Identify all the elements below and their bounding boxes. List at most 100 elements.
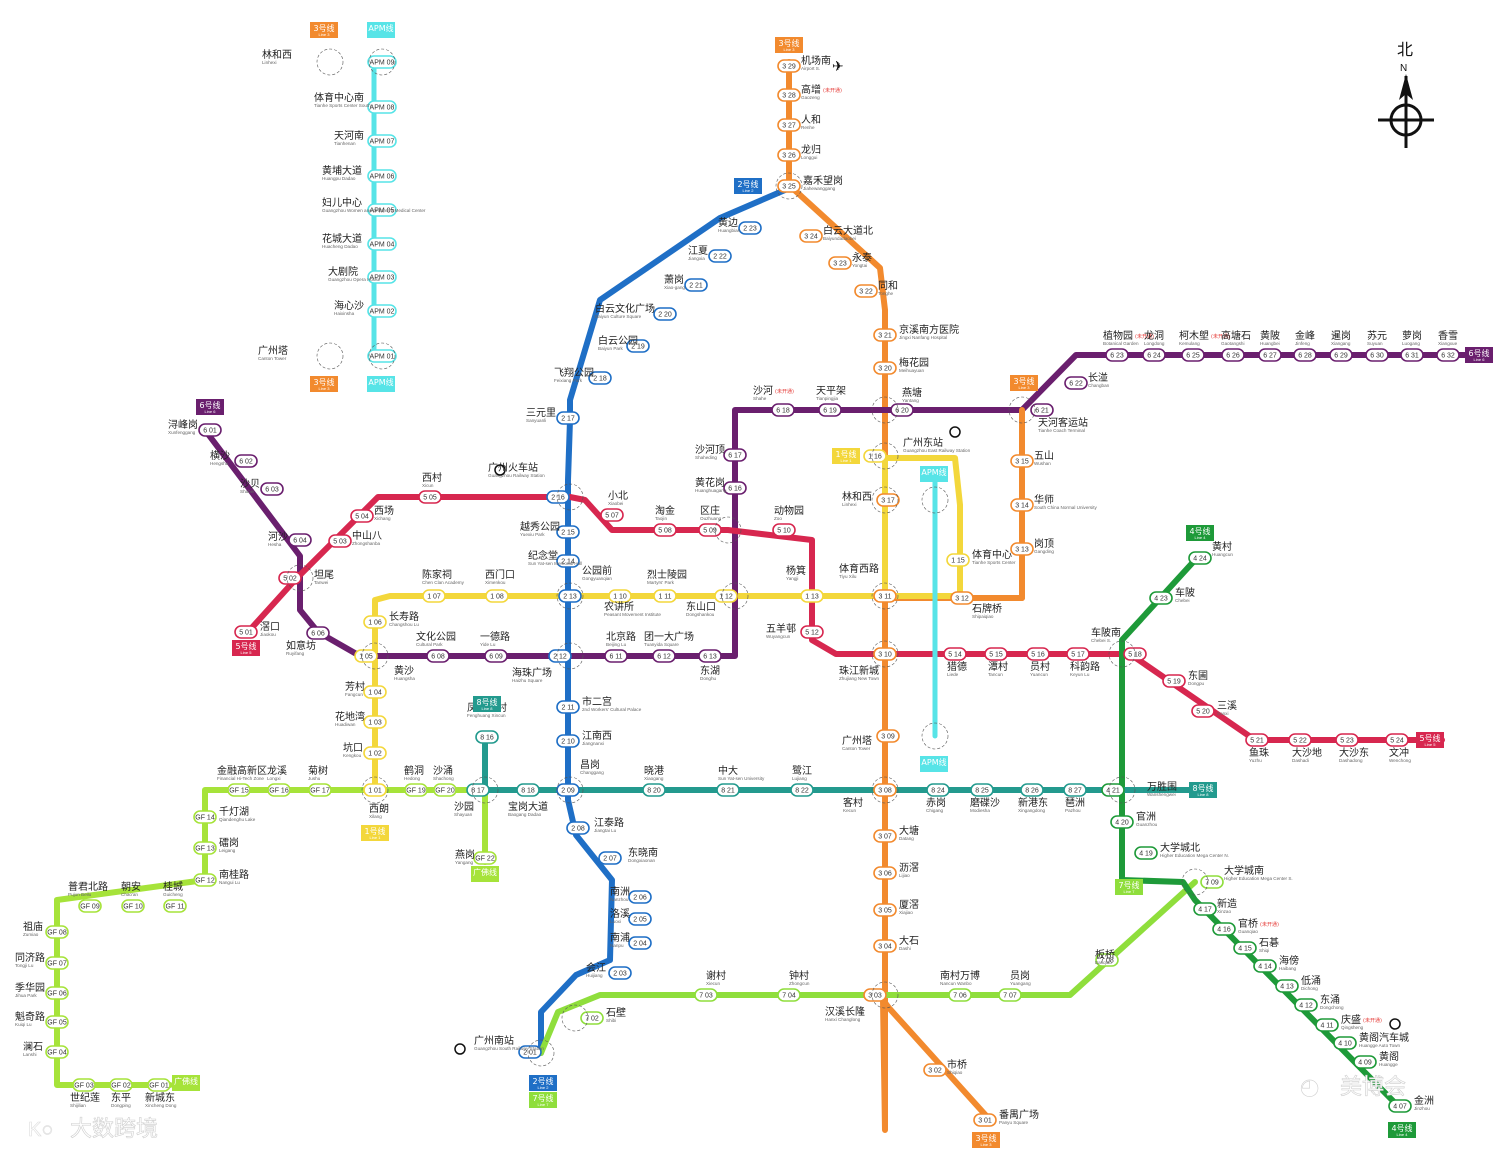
station-103[interactable]: 6 16: [724, 482, 746, 494]
station-85[interactable]: 5 17: [1067, 648, 1089, 660]
station-89[interactable]: 5 21: [1246, 734, 1268, 746]
station-61[interactable]: 1 02: [364, 747, 386, 759]
station-51[interactable]: 2 03: [609, 967, 631, 979]
station-165[interactable]: APM 07: [368, 135, 396, 147]
station-27[interactable]: 3 01: [974, 1114, 996, 1126]
station-171[interactable]: APM 01: [368, 350, 396, 362]
station-70[interactable]: 1 12: [715, 590, 737, 602]
station-96[interactable]: 6 04: [289, 534, 311, 546]
station-138[interactable]: 8 22: [791, 784, 813, 796]
station-24[interactable]: 3 04: [874, 940, 896, 952]
station-109[interactable]: 6 24: [1143, 349, 1165, 361]
station-135[interactable]: 8 18: [517, 784, 539, 796]
station-100[interactable]: 6 11: [605, 650, 627, 662]
station-57[interactable]: 7 07: [999, 989, 1021, 1001]
station-59[interactable]: 7 09: [1201, 876, 1223, 888]
station-125[interactable]: 4 15: [1234, 942, 1256, 954]
station-63[interactable]: 1 04: [364, 686, 386, 698]
station-91[interactable]: 5 23: [1336, 734, 1358, 746]
station-136[interactable]: 8 20: [643, 784, 665, 796]
station-19[interactable]: 3 09: [877, 730, 899, 742]
station-98[interactable]: 6 08: [427, 650, 449, 662]
station-126[interactable]: 4 14: [1254, 960, 1276, 972]
station-145[interactable]: GF 19: [405, 784, 427, 796]
station-104[interactable]: 6 17: [724, 449, 746, 461]
station-16[interactable]: 3 12: [951, 592, 973, 604]
station-144[interactable]: GF 20: [434, 784, 456, 796]
station-168[interactable]: APM 04: [368, 238, 396, 250]
station-52[interactable]: 7 02: [581, 1012, 603, 1024]
station-83[interactable]: 5 15: [985, 648, 1007, 660]
station-80[interactable]: 5 10: [773, 524, 795, 536]
station-17[interactable]: 3 11: [874, 590, 896, 602]
station-69[interactable]: 1 11: [654, 590, 676, 602]
station-6[interactable]: 3 24: [800, 230, 822, 242]
station-11[interactable]: 6 20: [891, 404, 913, 416]
station-48[interactable]: 2 06: [629, 891, 651, 903]
station-133[interactable]: 8 16: [476, 731, 498, 743]
station-148[interactable]: GF 15: [228, 784, 250, 796]
station-8[interactable]: 3 22: [855, 285, 877, 297]
station-42[interactable]: 2 12: [549, 650, 571, 662]
station-119[interactable]: 4 23: [1150, 592, 1172, 604]
station-107[interactable]: 6 22: [1065, 377, 1087, 389]
station-4[interactable]: 3 26: [778, 149, 800, 161]
station-140[interactable]: 8 25: [971, 784, 993, 796]
station-62[interactable]: 1 03: [364, 716, 386, 728]
station-10[interactable]: 3 20: [874, 362, 896, 374]
station-123[interactable]: 4 17: [1194, 903, 1216, 915]
station-87[interactable]: 5 19: [1163, 675, 1185, 687]
station-74[interactable]: 5 03: [329, 535, 351, 547]
station-161[interactable]: GF 02: [110, 1079, 132, 1091]
station-18[interactable]: 3 10: [874, 648, 896, 660]
station-99[interactable]: 6 09: [485, 650, 507, 662]
station-32[interactable]: 2 22: [709, 250, 731, 262]
station-141[interactable]: 8 26: [1021, 784, 1043, 796]
station-33[interactable]: 2 21: [685, 279, 707, 291]
station-65[interactable]: 1 06: [364, 616, 386, 628]
station-121[interactable]: 4 20: [1111, 816, 1133, 828]
station-159[interactable]: GF 04: [46, 1046, 68, 1058]
station-26[interactable]: 3 02: [924, 1064, 946, 1076]
station-127[interactable]: 4 13: [1276, 980, 1298, 992]
station-28[interactable]: 1 16: [864, 450, 886, 462]
station-73[interactable]: 5 02: [279, 572, 301, 584]
station-95[interactable]: 6 03: [261, 483, 283, 495]
station-44[interactable]: 2 10: [557, 735, 579, 747]
station-56[interactable]: 7 06: [949, 989, 971, 1001]
station-155[interactable]: GF 08: [46, 926, 68, 938]
station-72[interactable]: 5 01: [235, 626, 257, 638]
station-152[interactable]: GF 11: [164, 900, 186, 912]
station-14[interactable]: 3 14: [1011, 499, 1033, 511]
station-88[interactable]: 5 20: [1192, 705, 1214, 717]
station-130[interactable]: 4 10: [1334, 1037, 1356, 1049]
station-156[interactable]: GF 07: [46, 957, 68, 969]
station-102[interactable]: 6 13: [699, 650, 721, 662]
station-55[interactable]: 7 04: [778, 989, 800, 1001]
station-7[interactable]: 3 23: [829, 257, 851, 269]
station-128[interactable]: 4 12: [1295, 999, 1317, 1011]
station-160[interactable]: GF 03: [73, 1079, 95, 1091]
station-157[interactable]: GF 06: [46, 987, 68, 999]
station-142[interactable]: 8 27: [1064, 784, 1086, 796]
station-75[interactable]: 5 04: [351, 510, 373, 522]
station-47[interactable]: 2 07: [599, 852, 621, 864]
station-43[interactable]: 2 11: [557, 701, 579, 713]
station-108[interactable]: 6 23: [1106, 349, 1128, 361]
station-162[interactable]: GF 01: [148, 1079, 170, 1091]
station-137[interactable]: 8 21: [717, 784, 739, 796]
station-25[interactable]: 3 03: [864, 989, 886, 1001]
station-115[interactable]: 6 30: [1366, 349, 1388, 361]
station-111[interactable]: 6 26: [1222, 349, 1244, 361]
station-13[interactable]: 3 15: [1011, 455, 1033, 467]
station-54[interactable]: 7 03: [695, 989, 717, 1001]
station-129[interactable]: 4 11: [1316, 1019, 1338, 1031]
station-50[interactable]: 2 04: [629, 937, 651, 949]
station-1[interactable]: 3 29: [778, 60, 800, 72]
station-39[interactable]: 2 15: [557, 526, 579, 538]
station-31[interactable]: 2 23: [739, 222, 761, 234]
station-20[interactable]: 3 08: [874, 784, 896, 796]
station-9[interactable]: 3 21: [874, 329, 896, 341]
station-150[interactable]: GF 13: [194, 842, 216, 854]
station-34[interactable]: 2 20: [654, 308, 676, 320]
